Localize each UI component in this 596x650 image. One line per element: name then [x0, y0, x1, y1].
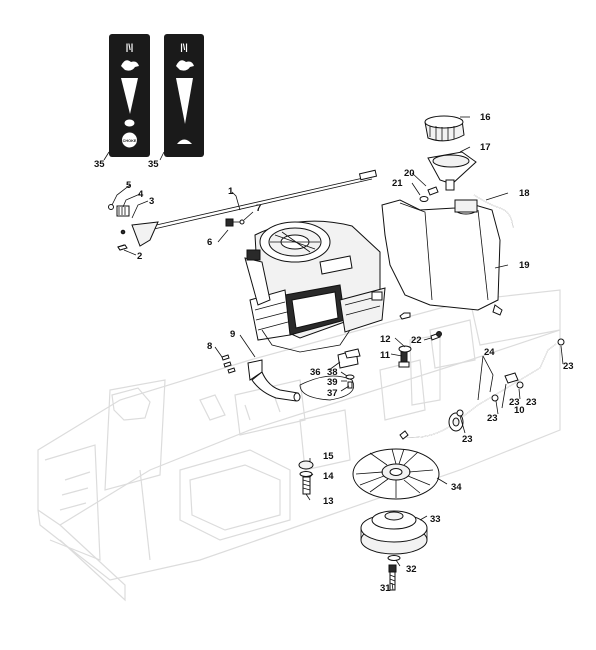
callout-20: 20 [404, 168, 415, 179]
engine-mount-bracket [299, 348, 361, 401]
hose-clamp [516, 381, 524, 389]
callout-31: 31 [380, 583, 391, 594]
callout-3: 3 [149, 196, 154, 207]
drive-pulley [360, 510, 428, 555]
choke-label: CHOKE [123, 139, 137, 143]
screw-part-22 [430, 331, 442, 341]
bolt-11-12 [398, 345, 412, 368]
fuel-tank [381, 199, 503, 316]
tank-bolt [399, 312, 411, 320]
turtle-icon [177, 139, 192, 144]
callout-17: 17 [480, 142, 491, 153]
engine [244, 220, 386, 353]
callout-9: 9 [230, 329, 235, 340]
callout-36: 36 [310, 367, 321, 378]
fuel-filler-funnel [427, 151, 477, 191]
callout-6: 6 [207, 237, 212, 248]
vent-hose [473, 194, 514, 229]
callout-34: 34 [451, 482, 462, 493]
callout-19: 19 [519, 260, 530, 271]
hose-clamp [491, 394, 499, 402]
callout-32: 32 [406, 564, 417, 575]
leader-lines [103, 116, 564, 591]
callout-8: 8 [207, 341, 212, 352]
callout-16: 16 [480, 112, 491, 123]
callout-15: 15 [323, 451, 334, 462]
hose-clamp [557, 338, 565, 346]
callout-21: 21 [392, 178, 403, 189]
callout-38: 38 [327, 367, 338, 378]
callout-5: 5 [126, 180, 132, 191]
callout-24: 24 [484, 347, 495, 358]
rabbit-icon [176, 60, 194, 71]
chassis-frame-ghost [37, 289, 561, 602]
rabbit-icon [121, 60, 139, 71]
fuel-line [399, 338, 565, 440]
callout-10: 10 [514, 405, 525, 416]
callout-11: 11 [380, 350, 391, 361]
speed-wedge-icon [176, 78, 193, 124]
exhaust-pipe [221, 354, 301, 402]
callout-35: 35 [94, 159, 105, 170]
callout-39: 39 [327, 377, 338, 388]
cooling-fan-pulley [352, 448, 440, 500]
callout-37: 37 [327, 388, 338, 399]
callout-33: 33 [430, 514, 441, 525]
turtle-icon [124, 119, 135, 127]
fuel-cap [424, 115, 465, 142]
callout-23: 23 [563, 361, 574, 372]
screw-parts-6-7 [225, 218, 245, 227]
choke-symbol-right: |\| [180, 42, 188, 52]
throttle-decal-left: |\| CHOKE [109, 34, 150, 157]
choke-symbol-left: |\| [126, 42, 134, 52]
callout-4: 4 [138, 189, 144, 200]
callout-23: 23 [509, 397, 520, 408]
throttle-cable [151, 169, 378, 230]
throttle-decal-right: |\| [164, 34, 204, 157]
callout-23: 23 [462, 434, 473, 445]
callout-13: 13 [323, 496, 334, 507]
callout-22: 22 [411, 335, 422, 346]
callout-12: 12 [380, 334, 391, 345]
pulley-fasteners [298, 460, 314, 495]
callout-23: 23 [526, 397, 537, 408]
choke-icon [122, 132, 137, 148]
callout-2: 2 [137, 251, 142, 262]
callout-labels: 1 2 3 4 5 6 7 8 9 10 11 12 13 14 15 16 1… [94, 112, 574, 594]
callout-18: 18 [519, 188, 530, 199]
callout-1: 1 [228, 186, 234, 197]
hose-clamp [456, 409, 464, 417]
fuel-tank-fasteners [419, 186, 439, 202]
speed-wedge-icon [121, 78, 138, 114]
throttle-lever [108, 204, 159, 251]
callout-7: 7 [256, 203, 261, 214]
callout-35: 35 [148, 159, 159, 170]
callout-23: 23 [487, 413, 498, 424]
callout-14: 14 [323, 471, 334, 482]
pulley-bolt [387, 555, 401, 591]
screw-part-2 [117, 244, 128, 251]
fuel-tap [504, 372, 519, 384]
